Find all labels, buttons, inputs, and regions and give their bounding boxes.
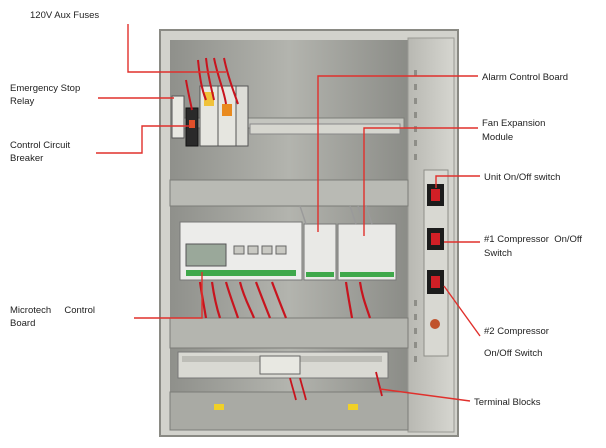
compressor-1-switch: [427, 228, 444, 250]
label-compressor2-1: #2 Compressor: [484, 326, 549, 337]
aux-fuse-block: [199, 85, 249, 147]
unit-switch: [427, 184, 444, 206]
alarm-control-board-module: [303, 223, 337, 281]
shelf-1: [169, 179, 409, 207]
callout-lines: [96, 24, 481, 402]
indicator-lamp: [430, 319, 440, 329]
label-unit-switch: Unit On/Off switch: [484, 172, 560, 183]
warning-sticker-right: [348, 404, 358, 410]
label-microtech-board-1: Microtech Control: [10, 305, 95, 316]
emergency-stop-relay: [171, 95, 185, 139]
breaker-handle: [189, 120, 195, 128]
label-aux-fuses: 120V Aux Fuses: [30, 10, 99, 21]
label-emergency-stop-relay-2: Relay: [10, 96, 35, 107]
label-emergency-stop-relay-1: Emergency Stop: [10, 83, 80, 94]
board-wires: [198, 281, 372, 319]
terminal-strip-top: [249, 123, 401, 135]
top-wires: [185, 57, 239, 111]
label-compressor1-2: Switch: [484, 248, 512, 259]
microtech-control-board: [179, 221, 303, 281]
terminal-blocks: [177, 351, 389, 379]
label-fan-expansion-2: Module: [482, 132, 513, 143]
compressor-2-switch: [427, 270, 444, 294]
label-control-circuit-breaker-1: Control Circuit: [10, 140, 71, 151]
warning-sticker-left: [214, 404, 224, 410]
label-terminal-blocks: Terminal Blocks: [474, 397, 541, 408]
terminal-wires: [289, 371, 383, 401]
label-compressor2-2: On/Off Switch: [484, 348, 542, 359]
door-perforations: [414, 70, 417, 362]
label-fan-expansion-1: Fan Expansion: [482, 118, 545, 129]
label-microtech-board-2: Board: [10, 318, 35, 329]
label-alarm-control-board: Alarm Control Board: [482, 72, 568, 83]
shelf-3: [169, 391, 409, 431]
fan-expansion-module-block: [337, 223, 397, 281]
label-compressor1-1: #1 Compressor On/Off: [484, 234, 582, 245]
shelf-2: [169, 317, 409, 349]
label-control-circuit-breaker-2: Breaker: [10, 153, 43, 164]
